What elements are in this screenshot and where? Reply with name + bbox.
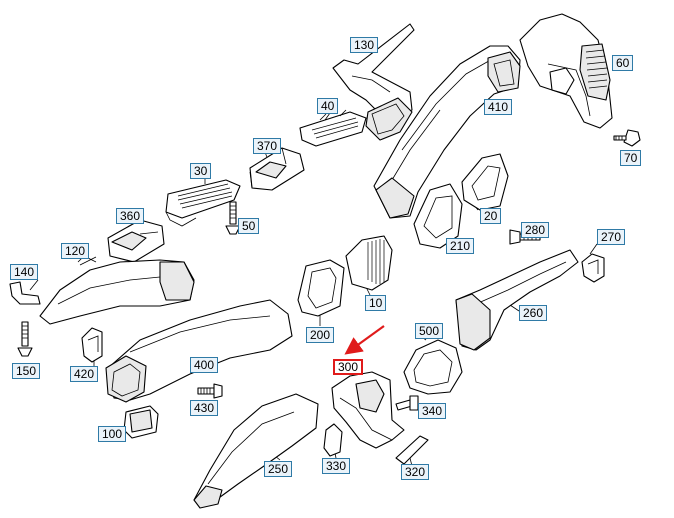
callout-260[interactable]: 260 <box>519 305 548 321</box>
callout-410[interactable]: 410 <box>484 99 513 115</box>
part-20-duct <box>461 153 509 211</box>
part-210-duct <box>413 183 463 249</box>
part-340-screw <box>395 395 419 411</box>
part-30-grille <box>165 179 241 227</box>
callout-50[interactable]: 50 <box>238 218 260 234</box>
callout-150[interactable]: 150 <box>12 363 41 379</box>
callout-140[interactable]: 140 <box>10 264 39 280</box>
callout-100[interactable]: 100 <box>98 426 127 442</box>
callout-300-highlighted[interactable]: 300 <box>333 359 364 375</box>
part-400-duct <box>105 299 293 403</box>
part-50-screw <box>225 201 241 235</box>
callout-430[interactable]: 430 <box>190 400 219 416</box>
part-260-duct <box>455 249 579 351</box>
callout-320[interactable]: 320 <box>401 464 430 480</box>
part-410-duct <box>373 45 521 219</box>
part-130-bracket <box>332 23 415 141</box>
callout-10[interactable]: 10 <box>365 295 387 311</box>
callout-200[interactable]: 200 <box>306 327 335 343</box>
callout-70[interactable]: 70 <box>620 150 642 166</box>
callout-40[interactable]: 40 <box>317 98 339 114</box>
callout-130[interactable]: 130 <box>350 37 379 53</box>
callout-280[interactable]: 280 <box>521 222 550 238</box>
part-140-clip <box>9 281 41 305</box>
red-arrow-icon <box>344 325 385 355</box>
callout-340[interactable]: 340 <box>418 403 447 419</box>
part-330-clip <box>323 423 343 457</box>
callout-500[interactable]: 500 <box>415 323 444 339</box>
callout-250[interactable]: 250 <box>264 461 293 477</box>
callout-120[interactable]: 120 <box>61 243 90 259</box>
part-120-duct <box>39 255 195 325</box>
part-40-bracket <box>299 109 367 147</box>
callout-330[interactable]: 330 <box>322 458 351 474</box>
part-60-housing <box>519 13 613 129</box>
part-150-screw <box>17 321 33 357</box>
part-360-cap <box>107 219 165 263</box>
part-70-screw <box>613 129 641 147</box>
part-270-clip <box>581 253 605 283</box>
callout-210[interactable]: 210 <box>446 238 475 254</box>
part-370-block <box>249 147 305 191</box>
callout-400[interactable]: 400 <box>190 357 219 373</box>
part-100-block <box>123 405 159 439</box>
part-320-strip <box>395 435 429 465</box>
callout-30[interactable]: 30 <box>190 163 212 179</box>
part-430-screw <box>197 383 223 399</box>
part-200-frame <box>297 259 345 317</box>
callout-370[interactable]: 370 <box>253 138 282 154</box>
callout-60[interactable]: 60 <box>612 55 634 71</box>
callout-270[interactable]: 270 <box>597 229 626 245</box>
part-250-duct <box>193 393 319 509</box>
part-10-vent <box>345 235 393 291</box>
callout-20[interactable]: 20 <box>480 208 502 224</box>
callout-360[interactable]: 360 <box>116 208 145 224</box>
part-500-bezel <box>403 339 463 395</box>
part-420-clip <box>81 327 103 363</box>
part-300-assembly <box>331 371 405 449</box>
callout-420[interactable]: 420 <box>70 366 99 382</box>
